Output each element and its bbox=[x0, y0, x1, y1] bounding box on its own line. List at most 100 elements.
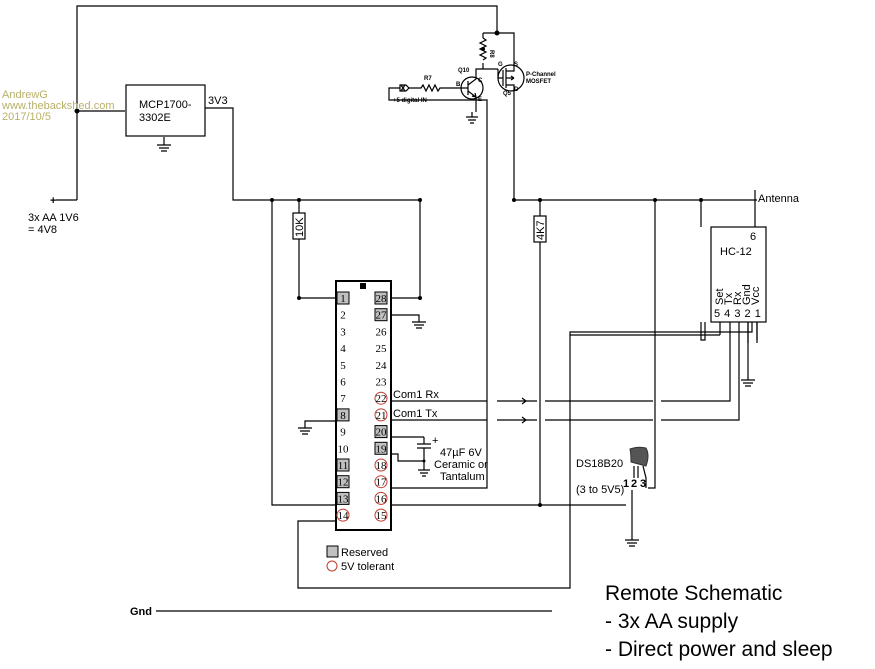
wire-r8-frame bbox=[482, 32, 515, 70]
pin-reserved-marker bbox=[374, 291, 388, 305]
mcu-pin-14: 14 bbox=[338, 510, 350, 522]
mcu-pin-5: 5 bbox=[340, 360, 346, 372]
wire-com1-rx bbox=[391, 343, 731, 402]
power-switch: R8 S G D Q5 P-Channel MOSFET Q10 B C E R… bbox=[393, 32, 556, 124]
pin-legend: Reserved 5V tolerant bbox=[326, 545, 394, 573]
battery: + 3x AA 1V6 = 4V8 bbox=[28, 195, 79, 236]
r7-label: R7 bbox=[424, 76, 432, 82]
pin-tolerant-marker bbox=[374, 475, 388, 489]
junction-dot bbox=[653, 198, 657, 202]
resistor-4k7: 4K7 bbox=[533, 215, 547, 243]
q10-label: Q10 bbox=[458, 68, 470, 74]
junction-dot bbox=[297, 198, 301, 202]
gnd-label: Gnd bbox=[130, 606, 152, 618]
pin-tolerant-marker bbox=[336, 508, 350, 522]
junction-dot bbox=[418, 198, 422, 202]
capacitor-value: 47µF 6V bbox=[440, 447, 482, 459]
mosfet-type-line1: P-Channel bbox=[526, 72, 556, 78]
mcu-pin-25: 25 bbox=[376, 343, 388, 355]
wire-pin19 bbox=[391, 453, 424, 462]
pin-reserved-marker bbox=[374, 425, 388, 439]
legend-tolerant-swatch bbox=[326, 560, 338, 572]
input-connector-icon bbox=[399, 84, 410, 92]
junction-dot bbox=[538, 198, 542, 202]
mcu-pin-1: 1 bbox=[340, 293, 346, 305]
wire-com1-tx bbox=[391, 343, 740, 421]
regulator: MCP1700- 3302E 3V3 bbox=[125, 84, 228, 152]
legend-reserved-swatch bbox=[326, 545, 339, 558]
wire-pin13 bbox=[271, 200, 336, 506]
pin-reserved-marker bbox=[336, 458, 350, 472]
mcu-body bbox=[335, 280, 392, 531]
mcu-pin-28: 28 bbox=[376, 293, 388, 305]
junctions bbox=[74, 30, 703, 507]
mcu-pin-13: 13 bbox=[338, 493, 350, 505]
mcu-pin-2: 2 bbox=[340, 310, 346, 322]
sensor-legs bbox=[633, 465, 647, 488]
capacitor-symbol bbox=[417, 437, 431, 477]
wire-10k-low bbox=[298, 239, 336, 299]
ground-icon bbox=[466, 112, 478, 124]
resistor-r7 bbox=[409, 83, 455, 93]
sensor-pin3: 3 bbox=[640, 478, 646, 490]
mosfet-pin-s: S bbox=[514, 62, 518, 68]
hc12-pin-name-set: Set bbox=[714, 288, 726, 305]
q10-pin-c: C bbox=[478, 78, 483, 84]
caption: Remote Schematic - 3x AA supply - Direct… bbox=[605, 582, 833, 661]
resistor-10k-body bbox=[292, 212, 306, 240]
legend-tolerant-label: 5V tolerant bbox=[341, 561, 394, 573]
capacitor-type2: Tantalum bbox=[440, 471, 485, 483]
pin-reserved-marker bbox=[336, 408, 350, 422]
wire-pin27 bbox=[391, 314, 420, 322]
pin-tolerant-marker bbox=[374, 458, 388, 472]
hc12-pin-name-rx: Rx bbox=[732, 291, 744, 305]
junction-dot bbox=[512, 198, 516, 202]
ground-icon bbox=[412, 321, 426, 329]
junction-dot bbox=[538, 503, 542, 507]
mcu-pin-16: 16 bbox=[376, 493, 388, 505]
hc12-pin-name-vcc: Vcc bbox=[750, 286, 762, 305]
regulator-box bbox=[125, 84, 206, 137]
watermark-date: 2017/10/5 bbox=[2, 111, 51, 123]
hc12-name: HC-12 bbox=[720, 246, 752, 258]
ground-icon bbox=[157, 137, 171, 152]
antenna-label: Antenna bbox=[758, 193, 800, 205]
wire-pin17 bbox=[388, 87, 488, 489]
mcu-pin-9: 9 bbox=[340, 427, 346, 439]
mcu-pin-12: 12 bbox=[338, 477, 349, 489]
pin-tolerant-marker bbox=[374, 391, 388, 405]
hc12-box bbox=[710, 226, 767, 323]
mcu-pin-11: 11 bbox=[338, 460, 349, 472]
mcu-pin-27: 27 bbox=[376, 310, 388, 322]
battery-line2: = 4V8 bbox=[28, 224, 57, 236]
r8-label: R8 bbox=[488, 50, 494, 58]
mcu-pin-7: 7 bbox=[340, 393, 346, 405]
legend-reserved-label: Reserved bbox=[341, 547, 388, 559]
capacitor-type1: Ceramic or bbox=[434, 459, 488, 471]
hc12-pin-name-tx: Tx bbox=[723, 292, 735, 305]
mcu-pin-18: 18 bbox=[376, 460, 388, 472]
mcu-pin-24: 24 bbox=[376, 360, 388, 372]
watermark-author: AndrewG bbox=[2, 89, 48, 101]
ground-icon bbox=[298, 427, 312, 435]
capacitor: + 47µF 6V Ceramic or Tantalum bbox=[417, 435, 488, 483]
pin-reserved-marker bbox=[374, 441, 388, 455]
q10-pin-b: B bbox=[456, 82, 461, 88]
ground-icon bbox=[625, 539, 639, 547]
pin-reserved-marker bbox=[336, 291, 350, 305]
hc12-pin-name-gnd: Gnd bbox=[741, 284, 753, 305]
mcu-pin-15: 15 bbox=[376, 510, 388, 522]
mcu-pin-21: 21 bbox=[376, 410, 387, 422]
regulator-line2: 3302E bbox=[139, 112, 171, 124]
transistor-q10-body bbox=[455, 68, 483, 112]
q5-label: Q5 bbox=[503, 91, 512, 97]
sensor-pin2: 2 bbox=[631, 478, 637, 490]
mcu-pin-3: 3 bbox=[340, 326, 346, 338]
mcu-pin-17: 17 bbox=[376, 477, 388, 489]
wire-top-rail bbox=[76, 5, 498, 200]
pin-reserved-marker bbox=[374, 308, 388, 322]
